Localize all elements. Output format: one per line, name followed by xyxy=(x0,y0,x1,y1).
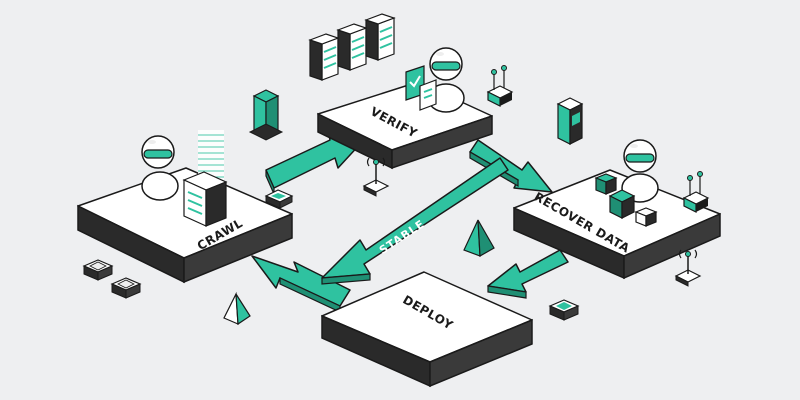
server-tower-icon xyxy=(556,97,584,145)
server-rack-icon xyxy=(308,33,340,81)
router-icon xyxy=(486,65,514,107)
server-rack-icon xyxy=(336,23,368,71)
antenna-icon xyxy=(674,249,702,287)
platform-deploy: DEPLOY xyxy=(321,271,533,388)
cube-icon xyxy=(634,207,658,227)
robot-icon xyxy=(427,47,465,113)
server-rack-icon xyxy=(364,13,396,61)
device-icon xyxy=(110,277,142,299)
server-tower-icon xyxy=(248,89,284,141)
device-icon xyxy=(264,189,294,209)
device-icon xyxy=(82,259,114,281)
antenna-icon xyxy=(362,157,390,197)
pyramid-icon xyxy=(463,219,495,258)
router-icon xyxy=(682,171,710,213)
server-rack-icon xyxy=(182,171,228,227)
cube-icon xyxy=(608,189,636,219)
device-icon xyxy=(548,299,580,321)
checklist-icon xyxy=(405,65,437,111)
cube-icon xyxy=(594,173,618,195)
data-stream-icon xyxy=(198,130,224,180)
arrow-stable: STABLE xyxy=(321,157,509,285)
arrow-recover-to-deploy xyxy=(487,249,569,299)
pyramid-icon xyxy=(223,291,251,326)
robot-icon xyxy=(141,135,179,201)
